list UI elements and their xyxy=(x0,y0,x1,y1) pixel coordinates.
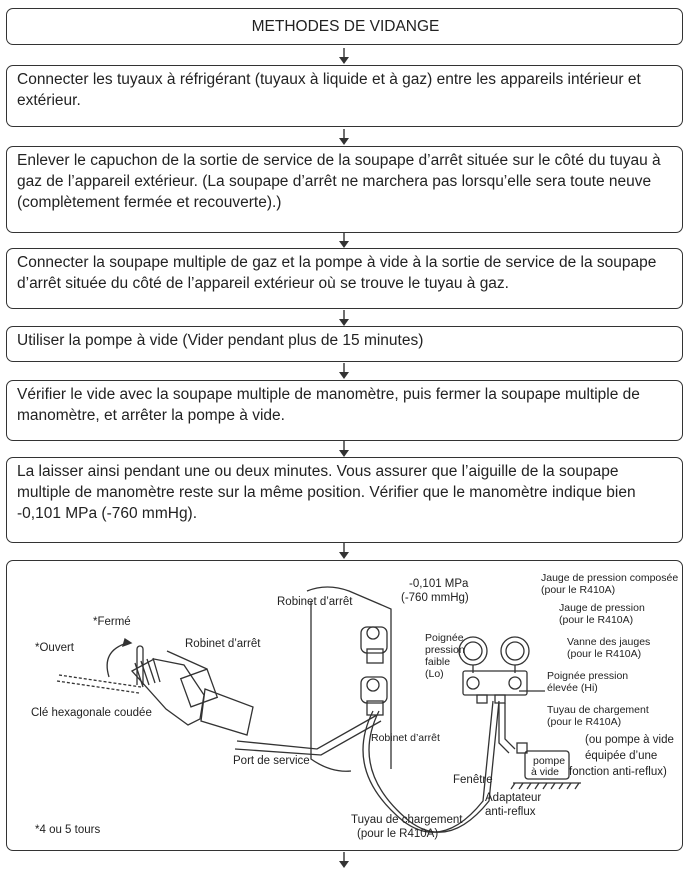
label-cle: Clé hexagonale coudée xyxy=(31,707,152,719)
vacuum-setup-diagram: *Fermé *Ouvert Robinet d’arrêt Clé hexag… xyxy=(31,572,678,840)
diagram-box: *Fermé *Ouvert Robinet d’arrêt Clé hexag… xyxy=(6,560,683,851)
flow-step-text: Utiliser la pompe à vide (Vider pendant … xyxy=(17,332,424,349)
flow-title: METHODES DE VIDANGE xyxy=(251,18,440,35)
label-poignee-lo-2: pression xyxy=(425,644,465,656)
label-poignee-lo-3: faible xyxy=(425,656,450,668)
label-robinet-mid: Robinet d’arrêt xyxy=(371,732,440,744)
flow-arrow xyxy=(339,129,349,145)
flow-arrow xyxy=(339,232,349,248)
flow-step-2: Enlever le capuchon de la sortie de serv… xyxy=(6,146,683,233)
flow-step-3: Connecter la soupape multiple de gaz et … xyxy=(6,248,683,309)
flow-arrow xyxy=(339,48,349,64)
flow-step-text: Enlever le capuchon de la sortie de serv… xyxy=(17,152,661,211)
outdoor-unit-illustration xyxy=(234,586,500,833)
label-pompe-1: pompe xyxy=(533,755,565,767)
flow-step-text: La laisser ainsi pendant une ou deux min… xyxy=(17,463,636,522)
flow-arrow xyxy=(339,441,349,457)
flow-step-6: La laisser ainsi pendant une ou deux min… xyxy=(6,457,683,543)
vacuum-pump-illustration xyxy=(510,742,581,790)
flow-step-text: Vérifier le vide avec la soupape multipl… xyxy=(17,386,640,424)
label-tuyau-r-2: (pour le R410A) xyxy=(547,716,621,728)
flow-step-text: Connecter les tuyaux à réfrigérant (tuya… xyxy=(17,71,641,109)
label-jauge-comp-1: Jauge de pression composée xyxy=(541,572,678,584)
label-ou-pompe-3: fonction anti-reflux) xyxy=(569,766,667,778)
label-poignee-hi-1: Poignée pression xyxy=(547,670,628,682)
flow-arrow xyxy=(339,310,349,326)
label-tuyau-r-1: Tuyau de chargement xyxy=(547,704,649,716)
label-pressure-2: (-760 mmHg) xyxy=(401,592,469,604)
flow-arrow xyxy=(339,363,349,379)
flow-step-1: Connecter les tuyaux à réfrigérant (tuya… xyxy=(6,65,683,127)
label-ferme: *Fermé xyxy=(93,616,131,628)
label-adaptateur-1: Adaptateur xyxy=(485,792,541,804)
stop-valve-illustration xyxy=(130,650,254,736)
label-tours: *4 ou 5 tours xyxy=(35,824,100,836)
label-jauge-comp-2: (pour le R410A) xyxy=(541,584,615,596)
flow-arrow xyxy=(339,543,349,559)
label-poignee-lo-4: (Lo) xyxy=(425,668,444,680)
label-ou-pompe-1: (ou pompe à vide xyxy=(585,734,674,746)
label-jauge-2: (pour le R410A) xyxy=(559,614,633,626)
label-pressure-1: -0,101 MPa xyxy=(409,578,469,590)
flow-step-text: Connecter la soupape multiple de gaz et … xyxy=(17,254,657,292)
label-fenetre: Fenêtre xyxy=(453,774,493,786)
label-robinet-top: Robinet d’arrêt xyxy=(277,596,353,608)
label-adaptateur-2: anti-reflux xyxy=(485,806,536,818)
label-vanne-2: (pour le R410A) xyxy=(567,648,641,660)
label-ou-pompe-2: équipée d’une xyxy=(585,750,657,762)
label-port: Port de service xyxy=(233,755,310,767)
label-poignee-hi-2: élevée (Hi) xyxy=(547,682,598,694)
label-pompe-2: à vide xyxy=(531,766,559,778)
gauge-manifold-illustration xyxy=(458,636,545,754)
label-tuyau-b-1: Tuyau de chargement xyxy=(351,814,463,826)
label-robinet-left: Robinet d’arrêt xyxy=(185,638,261,650)
label-tuyau-b-2: (pour le R410A) xyxy=(357,828,438,840)
flow-step-5: Vérifier le vide avec la soupape multipl… xyxy=(6,380,683,441)
flow-step-4: Utiliser la pompe à vide (Vider pendant … xyxy=(6,326,683,362)
flow-title-box: METHODES DE VIDANGE xyxy=(6,8,683,45)
label-vanne-1: Vanne des jauges xyxy=(567,636,650,648)
label-jauge-1: Jauge de pression xyxy=(559,602,645,614)
label-ouvert: *Ouvert xyxy=(35,642,75,654)
flow-arrow xyxy=(339,852,349,868)
label-poignee-lo-1: Poignée xyxy=(425,632,464,644)
